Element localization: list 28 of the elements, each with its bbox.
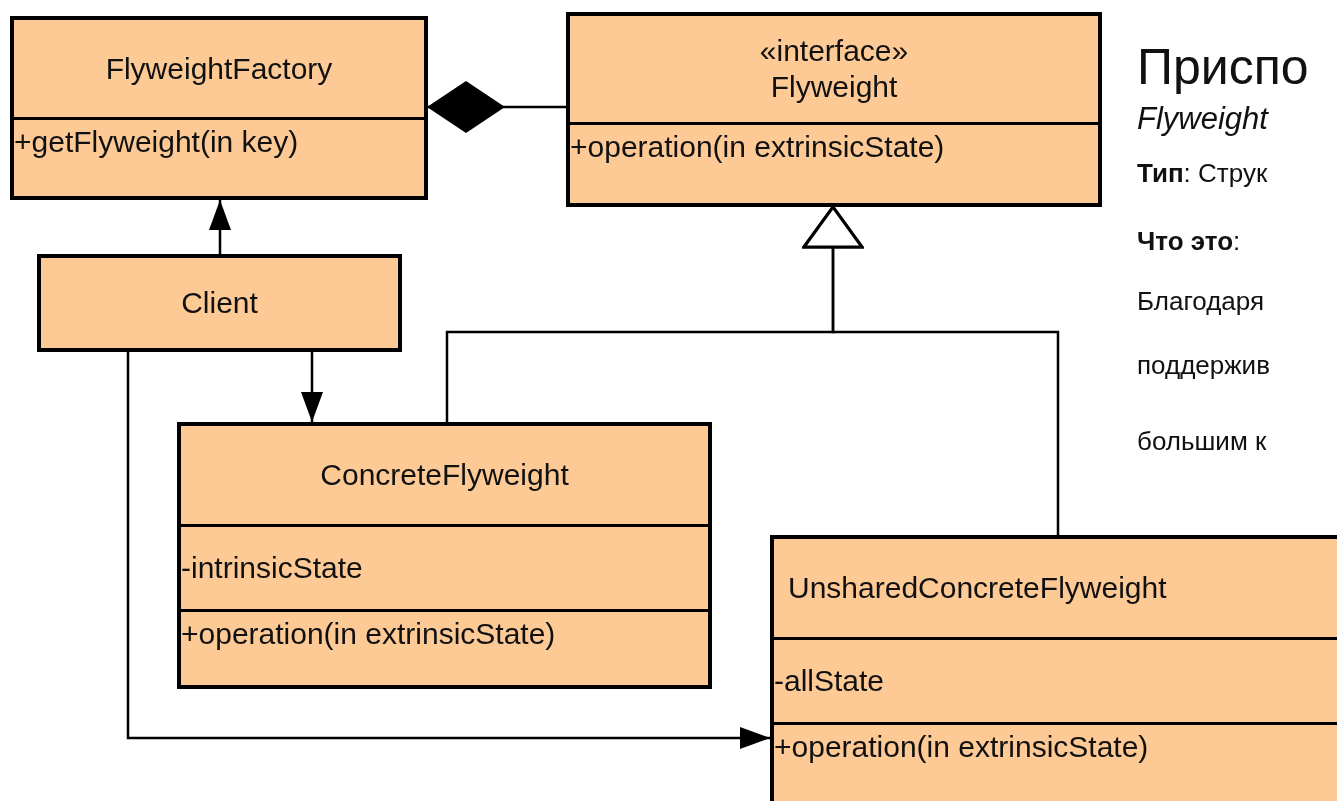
class-text: -allState <box>774 663 885 699</box>
heading: Приспо <box>1137 38 1309 96</box>
connector-arrow <box>209 200 231 254</box>
body-text: Благодаря <box>1137 286 1265 317</box>
class-box <box>770 535 1337 801</box>
section-heading: Что это: <box>1137 226 1241 257</box>
class-text: -intrinsicState <box>181 550 363 586</box>
connector-arrow <box>301 352 323 422</box>
class-box <box>37 254 402 352</box>
subheading: Flyweight <box>1137 101 1268 137</box>
class-text: +operation(in extrinsicState) <box>181 616 557 652</box>
class-text: +operation(in extrinsicState) <box>774 729 1150 765</box>
class-text: «interface» <box>759 33 909 69</box>
body-text: большим к <box>1137 426 1267 457</box>
body-text: поддержив <box>1137 350 1270 381</box>
class-text: Flyweight <box>770 69 898 105</box>
class-text: UnsharedConcreteFlyweight <box>788 570 1167 606</box>
connector-arrow <box>802 205 1060 535</box>
class-text: +operation(in extrinsicState) <box>570 129 946 165</box>
class-box <box>177 422 712 689</box>
class-box <box>566 12 1102 207</box>
connector-arrow <box>126 352 770 749</box>
class-text: FlyweightFactory <box>105 50 333 87</box>
class-text: +getFlyweight(in key) <box>14 124 300 160</box>
class-text: Client <box>181 285 258 321</box>
class-box <box>10 16 428 200</box>
type-line: Тип: Струк <box>1137 158 1268 189</box>
class-text: ConcreteFlyweight <box>320 457 569 493</box>
